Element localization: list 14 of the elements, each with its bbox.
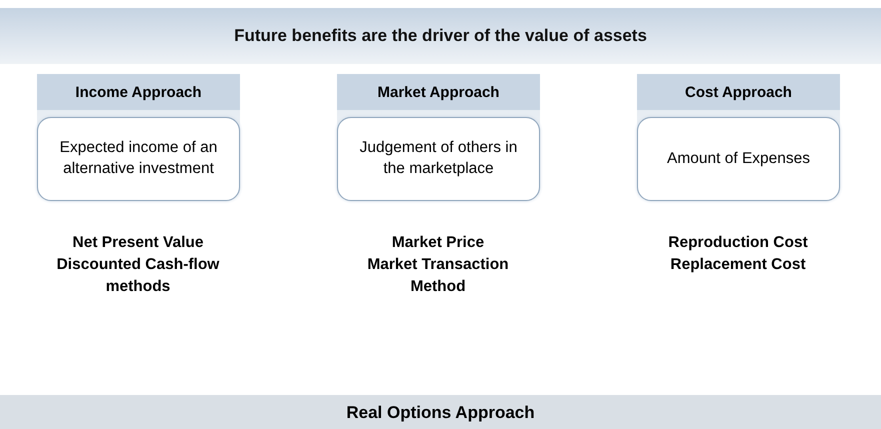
header-box: Market Approach	[337, 74, 540, 110]
header-box: Income Approach	[37, 74, 240, 110]
method-text: Market Transaction Method	[366, 255, 510, 297]
footer-band: Real Options Approach	[0, 395, 881, 429]
description-box: Amount of Expenses	[637, 117, 840, 201]
method-text: Market Price	[390, 233, 486, 253]
description-box: Expected income of an alternative investment	[37, 117, 240, 201]
method-text: Reproduction Cost	[667, 233, 809, 253]
method-text: Replacement Cost	[669, 255, 807, 275]
method-text: Net Present Value	[72, 233, 204, 253]
method-text: Discounted Cash-flow methods	[56, 255, 220, 297]
header-box: Cost Approach	[637, 74, 840, 110]
title-banner: Future benefits are the driver of the value of assets	[0, 8, 881, 64]
description-box: Judgement of others in the marketplace	[337, 117, 540, 201]
